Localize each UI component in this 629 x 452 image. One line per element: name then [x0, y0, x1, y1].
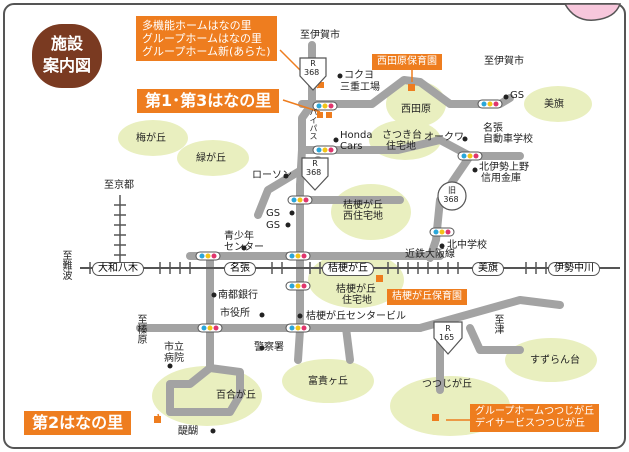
gs-2-label: GS: [266, 220, 281, 231]
callout-tsutsujigaoka: グループホームつつじが丘 デイサービスつつじが丘: [470, 404, 600, 432]
city-office-label: 市役所: [220, 308, 250, 319]
area-nishitawara-label: 西田原: [401, 104, 431, 115]
shield-r368-top-text: R 368: [304, 59, 320, 77]
callout-nishitawara-hoikuen: 西田原保育園: [372, 54, 442, 70]
marker-kikyogaoka-hoikuen: [376, 275, 383, 282]
road-upper-horizontal: [298, 136, 524, 160]
to-tsu: 至津: [492, 314, 503, 334]
map-title: 施設 案内図: [32, 24, 102, 88]
honda-cars-label: Honda Cars: [340, 130, 373, 152]
area-midorigaoka: [177, 140, 249, 176]
mascot-icon: [563, 3, 622, 21]
to-haibara: 至榛原: [135, 314, 146, 344]
shield-r368-top: [299, 57, 327, 91]
to-nanba: 至難波: [60, 250, 71, 280]
to-kyoto: 至京都: [104, 180, 134, 191]
kikyogaoka-center-label: 桔梗が丘センタービル: [306, 311, 406, 322]
area-tomikigaoka-label: 富貴ヶ丘: [308, 376, 348, 387]
shield-r165-text: R 165: [439, 324, 455, 342]
station-kikyogaoka: 桔梗が丘: [322, 262, 374, 276]
poi-dots: [167, 73, 509, 434]
area-suzurandai: [505, 338, 597, 382]
shield-old368-text: 旧 368: [443, 186, 459, 204]
area-bisei-label: 美旗: [544, 99, 564, 110]
daigo-label: 醍醐: [178, 426, 198, 437]
shield-r165: [433, 321, 463, 355]
mie-kojo-label: 三重工場: [340, 82, 380, 93]
bypass-label: バイパス: [309, 108, 318, 140]
road-main-ns: [294, 181, 304, 364]
road-r165: [416, 296, 564, 332]
area-umegaoka: [118, 120, 188, 156]
station-ise-nakagawa: 伊勢中川: [548, 262, 600, 276]
road-suzuran-spur: [466, 324, 524, 354]
kitaiseueno-bank-label: 北伊勢上野 信用金庫: [479, 162, 529, 184]
area-umegaoka-label: 梅が丘: [136, 133, 166, 144]
road-yurigaoka-loop: [166, 324, 244, 416]
area-tomikigaoka: [282, 359, 374, 403]
kyoto-rail: [114, 195, 126, 265]
roads: [136, 41, 564, 416]
to-iga-east: 至伊賀市: [484, 56, 524, 67]
area-midorigaoka-label: 緑が丘: [196, 153, 226, 164]
callout-hananosato-1-3: 第1･第3はなの里: [137, 89, 280, 113]
marker-hananosato-top: [318, 82, 324, 88]
nabari-driving-school-label: 名張 自動車学校: [483, 123, 533, 145]
location-markers: [154, 82, 439, 423]
kita-chugakko-label: 北中学校: [447, 240, 487, 251]
area-blobs: [118, 81, 597, 436]
area-suzurandai-label: すずらん台: [530, 355, 580, 366]
callout-kikyogaoka-hoikuen: 桔梗が丘保育園: [387, 289, 467, 305]
road-tomikigaoka: [342, 324, 354, 364]
area-satsukidai-label: さつき台 住宅地: [382, 130, 422, 152]
area-kikyogaoka-jutaku-label: 桔梗が丘 住宅地: [336, 284, 376, 306]
road-r368-branch: [254, 156, 322, 219]
road-east-upper: [416, 78, 514, 108]
shield-r368-mid: [301, 157, 329, 191]
callout-hananosato-facilities: 多機能ホームはなの里 グループホームはなの里 グループホーム新(あらた): [136, 16, 277, 61]
callout-hananosato-2: 第2はなの里: [24, 411, 132, 435]
station-nabari: 名張: [224, 262, 256, 276]
kintetsu-label: 近鉄大阪線: [405, 249, 455, 260]
okuwa-label: オークワ: [424, 132, 464, 143]
area-yurigaoka-label: 百合が丘: [216, 390, 256, 401]
shield-old368: [437, 181, 467, 211]
kokuyo-label: コクヨ: [344, 70, 374, 81]
city-hospital-label: 市立 病院: [164, 342, 184, 364]
station-bisei: 美旗: [472, 262, 504, 276]
station-yamato-yagi: 大和八木: [92, 262, 144, 276]
police-label: 警察署: [254, 342, 284, 353]
marker-hananosato-13: [317, 112, 323, 118]
road-old368: [426, 152, 474, 262]
area-kikyogaoka-nishi-label: 桔梗が丘 西住宅地: [343, 200, 383, 222]
youth-center-label: 青少年 センター: [224, 231, 264, 253]
shield-r368-mid-text: R 368: [306, 159, 322, 177]
marker-nishitawara-hoikuen: [408, 84, 415, 91]
traffic-lights: [195, 99, 503, 333]
gs-east-label: GS: [510, 90, 525, 101]
area-tsutsujigaoka-label: つつじが丘: [422, 379, 472, 390]
road-shields: [299, 57, 467, 355]
lawson-label: ローソン: [252, 170, 292, 181]
marker-hananosato-2: [154, 416, 161, 423]
to-iga-north: 至伊賀市: [300, 30, 340, 41]
area-bisei: [524, 86, 592, 122]
gs-1-label: GS: [266, 208, 281, 219]
nanto-bank-label: 南都銀行: [218, 290, 258, 301]
marker-tsutsujigaoka: [432, 414, 439, 421]
